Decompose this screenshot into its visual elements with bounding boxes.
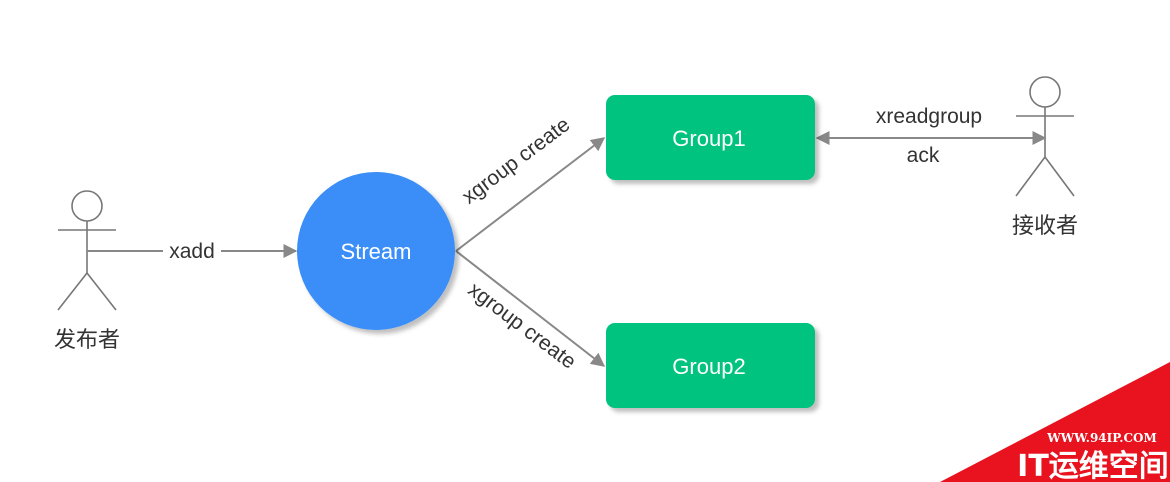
group2-node[interactable] <box>606 323 815 408</box>
stream-label: Stream <box>341 239 412 264</box>
receiver-label: 接收者 <box>1012 214 1078 239</box>
create-group1-label: xgroup create <box>458 113 574 209</box>
create-group2-arrow <box>455 250 606 367</box>
watermark-url: WWW.94IP.COM <box>1046 431 1157 445</box>
watermark-text: IT运维空间 <box>1017 449 1169 482</box>
xadd-label-bg <box>163 240 221 262</box>
group2-label: Group2 <box>672 354 745 379</box>
xreadgroup-label: xreadgroup <box>876 105 982 128</box>
receiver-actor <box>1015 76 1075 197</box>
xadd-label: xadd <box>169 240 215 263</box>
publisher-actor <box>57 190 117 311</box>
group1-label: Group1 <box>672 126 745 151</box>
watermark: WWW.94IP.COM IT运维空间 <box>940 362 1170 482</box>
publisher-label: 发布者 <box>54 328 120 353</box>
watermark-banner <box>940 362 1170 482</box>
ack-label: ack <box>907 144 940 167</box>
create-group1-arrow <box>455 137 606 252</box>
create-group2-label: xgroup create <box>464 278 580 374</box>
stream-node[interactable] <box>297 172 455 330</box>
group1-node[interactable] <box>606 95 815 180</box>
